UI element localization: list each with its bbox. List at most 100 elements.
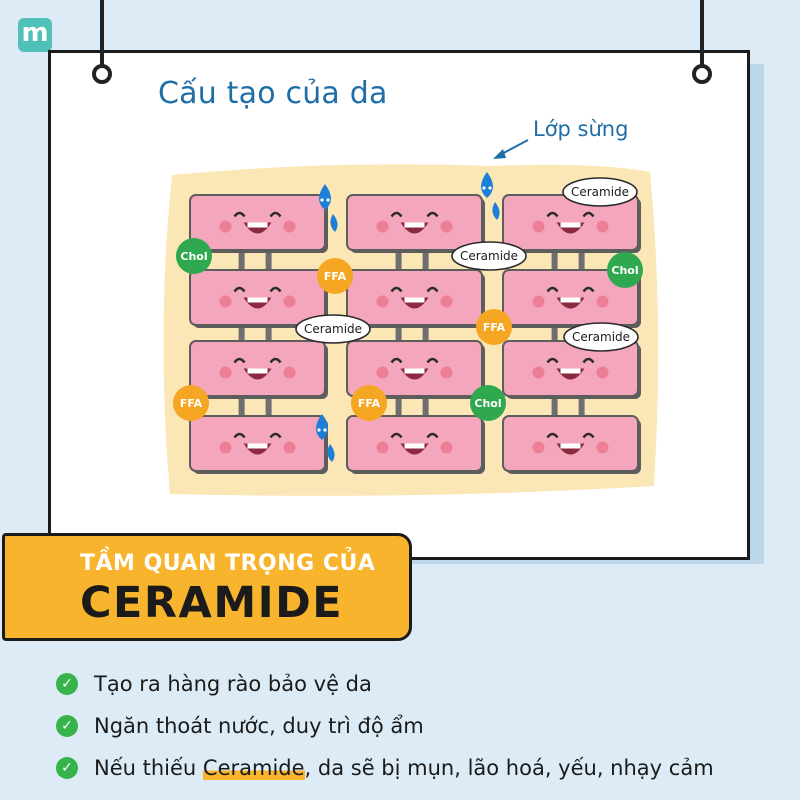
ffa-label: FFA <box>180 397 203 410</box>
list-item-text-start: Nếu thiếu <box>94 756 203 780</box>
eye-icon <box>426 432 439 439</box>
corneocyte-cell <box>502 415 641 474</box>
chol-label: Chol <box>180 250 207 263</box>
lipid-chol: Chol <box>176 238 212 274</box>
ffa-badge <box>317 258 353 294</box>
cheek <box>532 295 545 308</box>
left-hanger-wire <box>100 0 104 72</box>
cheek <box>376 295 389 308</box>
pointer-arrow-head <box>493 149 506 159</box>
list-item-text: Ngăn thoát nước, duy trì độ ẩm <box>94 714 424 738</box>
diagram-title: Cấu tạo của da <box>158 76 388 111</box>
right-hanger-wire <box>700 0 704 72</box>
desmosome-link <box>265 248 272 272</box>
desmosome-link <box>238 394 245 418</box>
eye-icon <box>582 357 595 364</box>
cheek <box>283 295 296 308</box>
drop-eye <box>326 198 330 202</box>
right-hanger-ring <box>692 64 712 84</box>
corneocyte-cell <box>502 194 641 253</box>
cheek <box>283 366 296 379</box>
list-item: ✓ Tạo ra hàng rào bảo vệ da <box>56 664 714 704</box>
cheek <box>219 366 232 379</box>
corneocyte-cell <box>502 269 641 328</box>
eye-icon <box>269 432 282 439</box>
list-item-text-end: , da sẽ bị mụn, lão hoá, yếu, nhạy cảm <box>304 756 714 780</box>
cheek <box>440 366 453 379</box>
cheek <box>440 295 453 308</box>
lipid-ffa: FFA <box>173 385 209 421</box>
lipid-chol: Chol <box>607 252 643 288</box>
cheek <box>440 220 453 233</box>
lipid-ceramide: Ceramide <box>563 322 639 352</box>
teeth <box>560 297 581 303</box>
desmosome-link <box>265 323 272 343</box>
eye-icon <box>269 211 282 218</box>
eye-icon <box>426 286 439 293</box>
desmosome-link <box>395 323 402 343</box>
teeth <box>247 443 268 449</box>
cheek <box>376 220 389 233</box>
list-item-text: Tạo ra hàng rào bảo vệ da <box>94 672 372 696</box>
ceramide-badge <box>563 322 639 352</box>
water-drop-icon <box>316 414 328 440</box>
eye-icon <box>546 211 559 218</box>
water-drop-icon <box>319 184 331 210</box>
corneocyte-cell <box>346 415 485 474</box>
water-drop-icon <box>327 444 335 462</box>
cheek <box>596 366 609 379</box>
eye-icon <box>390 286 403 293</box>
ffa-label: FFA <box>324 270 347 283</box>
list-item: ✓ Ngăn thoát nước, duy trì độ ẩm <box>56 706 714 746</box>
stratum-corneum-label: Lớp sừng <box>533 117 629 141</box>
ffa-label: FFA <box>358 397 381 410</box>
desmosome-link <box>551 394 558 418</box>
title-banner <box>2 533 412 641</box>
cheek <box>596 220 609 233</box>
corneocyte-cell <box>189 340 328 399</box>
lipid-ceramide: Ceramide <box>295 314 371 344</box>
cheek <box>440 441 453 454</box>
lipid-ceramide: Ceramide <box>451 241 527 271</box>
eye-icon <box>546 286 559 293</box>
banner-subtitle: TẦM QUAN TRỌNG CỦA <box>80 551 376 576</box>
ffa-label: FFA <box>483 321 506 334</box>
ceramide-badge <box>562 177 638 207</box>
desmosome-link <box>551 248 558 272</box>
chol-badge <box>470 385 506 421</box>
drop-eye <box>323 428 327 432</box>
desmosome-link <box>422 394 429 418</box>
cheek <box>376 366 389 379</box>
desmosome-link <box>578 248 585 272</box>
eye-icon <box>390 432 403 439</box>
ceramide-label: Ceramide <box>460 249 518 263</box>
cheek <box>596 441 609 454</box>
highlighted-keyword: Ceramide <box>202 756 305 780</box>
brand-logo: m <box>18 18 52 52</box>
desmosome-link <box>422 323 429 343</box>
lipid-ffa: FFA <box>317 258 353 294</box>
teeth <box>404 297 425 303</box>
water-drop-icon <box>330 214 338 232</box>
corneocyte-cell <box>346 194 485 253</box>
drop-eye <box>317 428 321 432</box>
corneocyte-cell <box>502 340 641 399</box>
eye-icon <box>233 357 246 364</box>
eye-icon <box>582 211 595 218</box>
teeth <box>247 297 268 303</box>
lipid-ceramide: Ceramide <box>562 177 638 207</box>
cheek <box>532 441 545 454</box>
teeth <box>560 222 581 228</box>
desmosome-link <box>238 248 245 272</box>
ffa-badge <box>476 309 512 345</box>
left-hanger-ring <box>92 64 112 84</box>
water-drop-icon <box>481 172 493 198</box>
water-drop-icon <box>492 202 500 220</box>
check-icon: ✓ <box>56 757 78 779</box>
eye-icon <box>233 286 246 293</box>
chol-label: Chol <box>611 264 638 277</box>
eye-icon <box>390 357 403 364</box>
teeth <box>247 222 268 228</box>
cheek <box>219 295 232 308</box>
